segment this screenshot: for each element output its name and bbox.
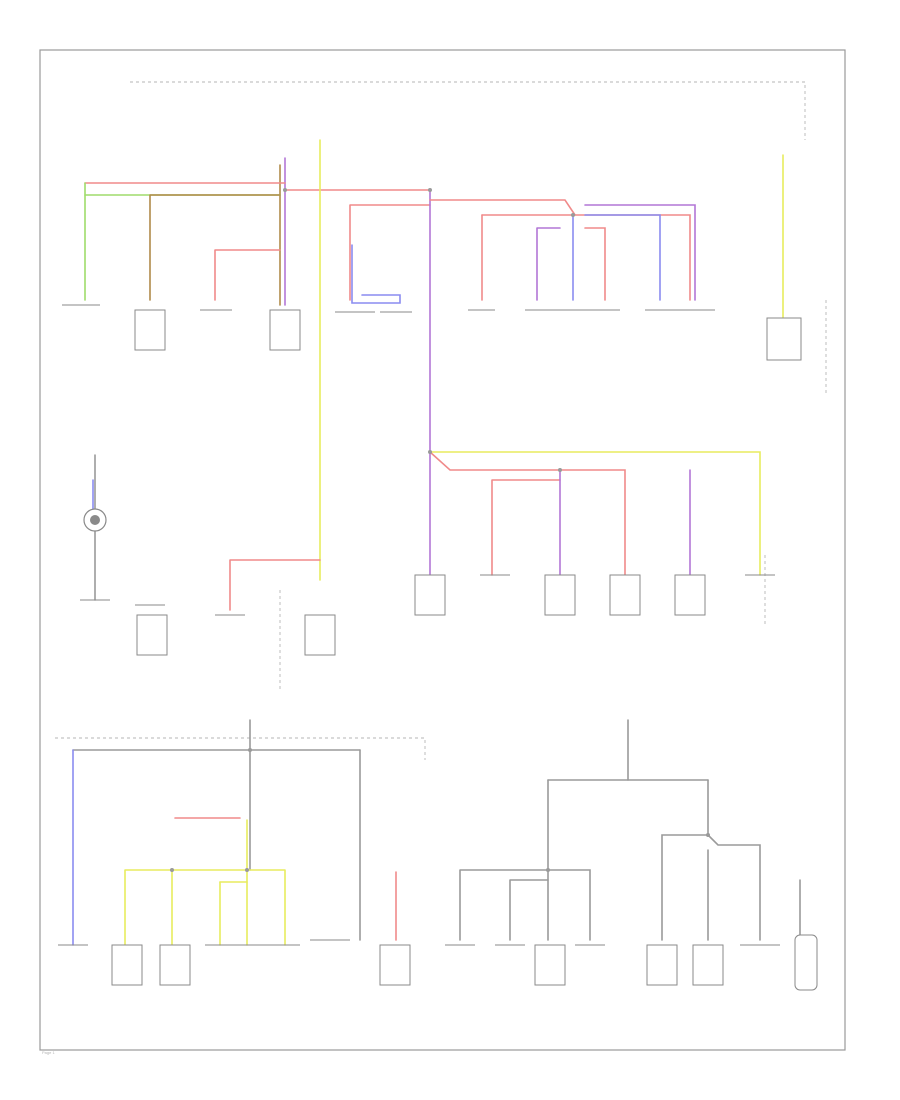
horn-center-icon [90,515,100,525]
wire-brown-drop [149,194,281,301]
wire-gray-engine-left [459,869,591,941]
component-top-4 [269,309,301,351]
component-mid-3 [544,574,576,616]
fuse-box-outline-bottom [55,737,426,760]
wire-red-right [429,199,576,216]
wire-blue-loop [351,244,401,304]
wire-red-mid [429,451,626,576]
wire-blue-drop-2 [584,214,661,301]
wire-red-drop-2 [349,204,431,301]
component-mid-left [136,614,168,656]
wire-red-left-mid [229,559,321,611]
wire-yellow-mid [429,451,761,576]
component-bottom-1 [111,944,143,986]
wire-red-drop-4 [584,227,606,301]
component-top-right [766,317,802,361]
component-bottom-2 [159,944,191,986]
component-bottom-9 [692,944,724,986]
footer-text: Page 1 [42,1050,55,1055]
diagram-frame [39,49,846,1051]
component-bottom-6 [534,944,566,986]
splice-points [170,188,710,872]
wire-red-drop-1 [214,249,281,301]
wire-violet-drop-2 [584,204,696,301]
component-bottom-8 [646,944,678,986]
component-mid-center [304,614,336,656]
fuse-box-outline-top [130,81,806,140]
component-mid-4 [609,574,641,616]
component-mid-5 [674,574,706,616]
component-bottom-4 [379,944,411,986]
component-bottom-coil [794,934,818,991]
wire-red-mid-drop [491,479,561,576]
connector-tabs-top [62,304,715,313]
connector-tabs-mid [80,574,775,616]
component-top-2 [134,309,166,351]
wire-red-branch [481,214,691,301]
wire-yellow-bus [124,869,286,946]
component-mid-1 [414,574,446,616]
wire-gray-engine-right [661,779,761,941]
connector-tabs-bottom [58,939,780,946]
wire-violet-drop-1 [536,227,561,301]
